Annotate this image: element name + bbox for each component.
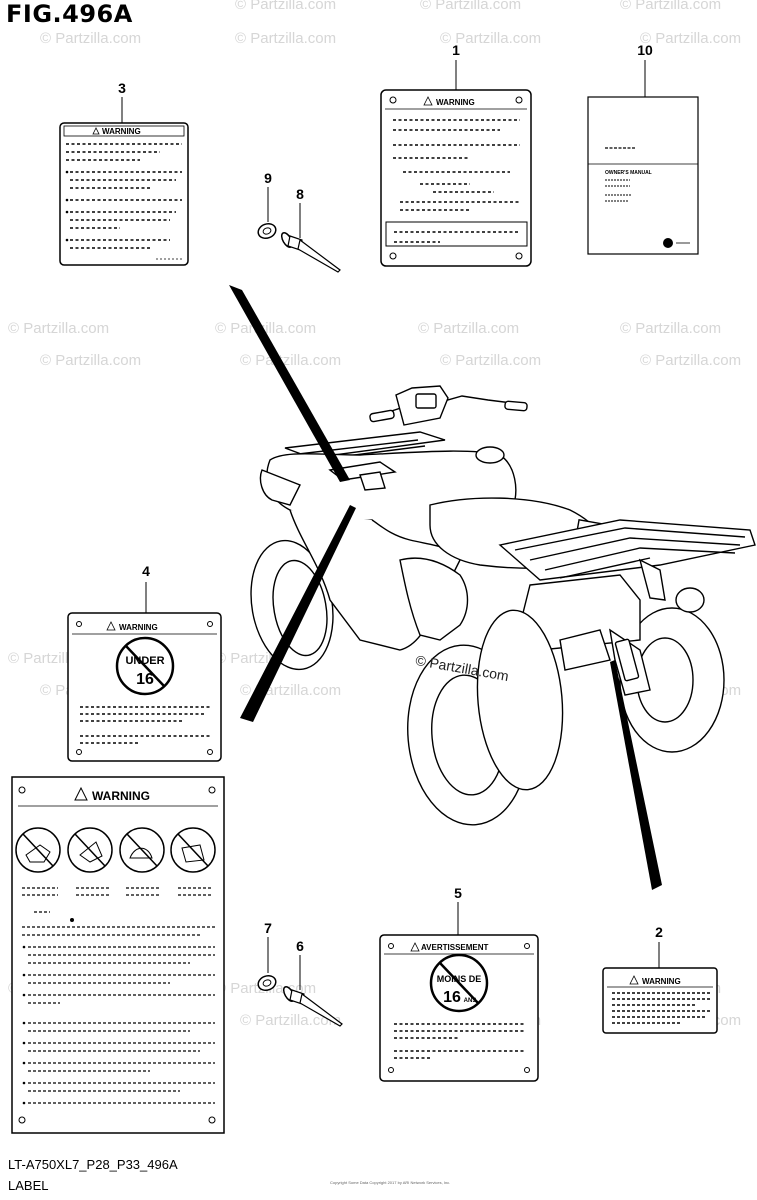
washer-9 bbox=[257, 187, 277, 240]
callout-10: 10 bbox=[637, 42, 653, 58]
leader-line-3 bbox=[229, 285, 350, 482]
watermark: © Partzilla.com bbox=[440, 30, 542, 47]
watermark: © Partzilla.com bbox=[240, 1012, 342, 1029]
atv-illustration bbox=[250, 385, 756, 826]
watermark: © Partzilla.com bbox=[640, 30, 742, 47]
under-16-text: UNDER bbox=[125, 655, 164, 667]
under-16-number: 16 bbox=[136, 671, 154, 688]
section-label: LABEL bbox=[8, 1178, 49, 1193]
avertissement-text: AVERTISSEMENT bbox=[421, 943, 489, 952]
label-4: WARNING UNDER 16 bbox=[67, 582, 222, 762]
watermark: © Partzilla.com bbox=[40, 352, 142, 369]
label-4-warning-text: WARNING bbox=[119, 623, 158, 632]
callout-5: 5 bbox=[454, 885, 462, 901]
watermark: © Partzilla.com bbox=[235, 0, 337, 13]
label-2: WARNING bbox=[602, 942, 718, 1034]
watermark: © Partzilla.com bbox=[418, 320, 520, 337]
leader-line-4 bbox=[240, 505, 356, 722]
ans-text: ANS bbox=[464, 998, 477, 1004]
watermark: © Partzilla.com bbox=[240, 352, 342, 369]
moins-de-text: MOINS DE bbox=[437, 974, 482, 984]
rivet-8 bbox=[280, 203, 341, 273]
callout-3: 3 bbox=[118, 80, 126, 96]
rivet-6 bbox=[282, 955, 343, 1027]
leader-line-2 bbox=[610, 660, 662, 890]
watermark: © Partzilla.com bbox=[235, 30, 337, 47]
moins-16-number: 16 bbox=[443, 989, 461, 1006]
callout-4: 4 bbox=[142, 563, 150, 579]
callout-2: 2 bbox=[655, 924, 663, 940]
copyright-note: Copyright Some Data Copyright 2017 by AR… bbox=[330, 1180, 451, 1185]
watermark: © Partzilla.com bbox=[40, 30, 142, 47]
owners-manual-10: OWNER'S MANUAL bbox=[587, 60, 699, 255]
callout-6: 6 bbox=[296, 938, 304, 954]
figure-title: FIG.496A bbox=[6, 0, 133, 28]
watermark: © Partzilla.com bbox=[620, 320, 722, 337]
label-4-large: WARNING bbox=[11, 776, 225, 1134]
washer-7 bbox=[257, 937, 277, 992]
label-5: AVERTISSEMENT MOINS DE 16 ANS bbox=[379, 902, 539, 1082]
callout-7: 7 bbox=[264, 920, 272, 936]
watermark: © Partzilla.com bbox=[640, 352, 742, 369]
label-2-warning-text: WARNING bbox=[642, 977, 681, 986]
figure-code: LT-A750XL7_P28_P33_496A bbox=[8, 1157, 178, 1172]
watermark: © Partzilla.com bbox=[440, 352, 542, 369]
watermark: © Partzilla.com bbox=[8, 320, 110, 337]
watermark: © Partzilla.com bbox=[420, 0, 522, 13]
callout-8: 8 bbox=[296, 186, 304, 202]
callout-1: 1 bbox=[452, 42, 460, 58]
watermark: © Partzilla.com bbox=[620, 0, 722, 13]
label-3-warning-text: WARNING bbox=[102, 127, 141, 136]
watermark: © Partzilla.com bbox=[215, 320, 317, 337]
label-4-large-warning-text: WARNING bbox=[92, 789, 150, 803]
label-3: WARNING bbox=[59, 97, 189, 266]
label-1: WARNING bbox=[380, 60, 532, 267]
owners-manual-text: OWNER'S MANUAL bbox=[605, 170, 652, 176]
label-1-warning-text: WARNING bbox=[436, 98, 475, 107]
callout-9: 9 bbox=[264, 170, 272, 186]
